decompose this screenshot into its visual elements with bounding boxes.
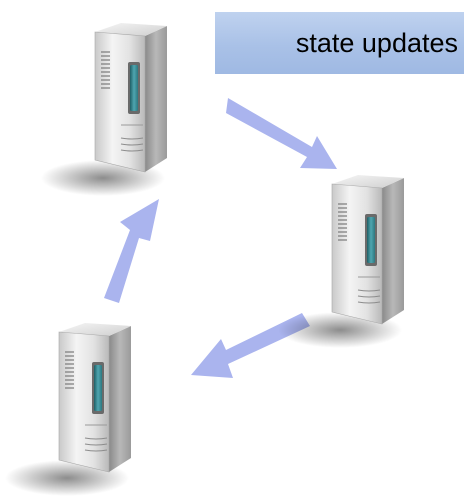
arrow-bottom-left-to-top [104,199,159,303]
label-text: state updates [295,27,458,58]
arrow-top-to-right [226,98,337,169]
server-right-icon [277,174,405,349]
state-updates-label: state updates [215,12,464,74]
server-bottom-left-icon [4,322,132,497]
server-top-icon [40,22,168,197]
